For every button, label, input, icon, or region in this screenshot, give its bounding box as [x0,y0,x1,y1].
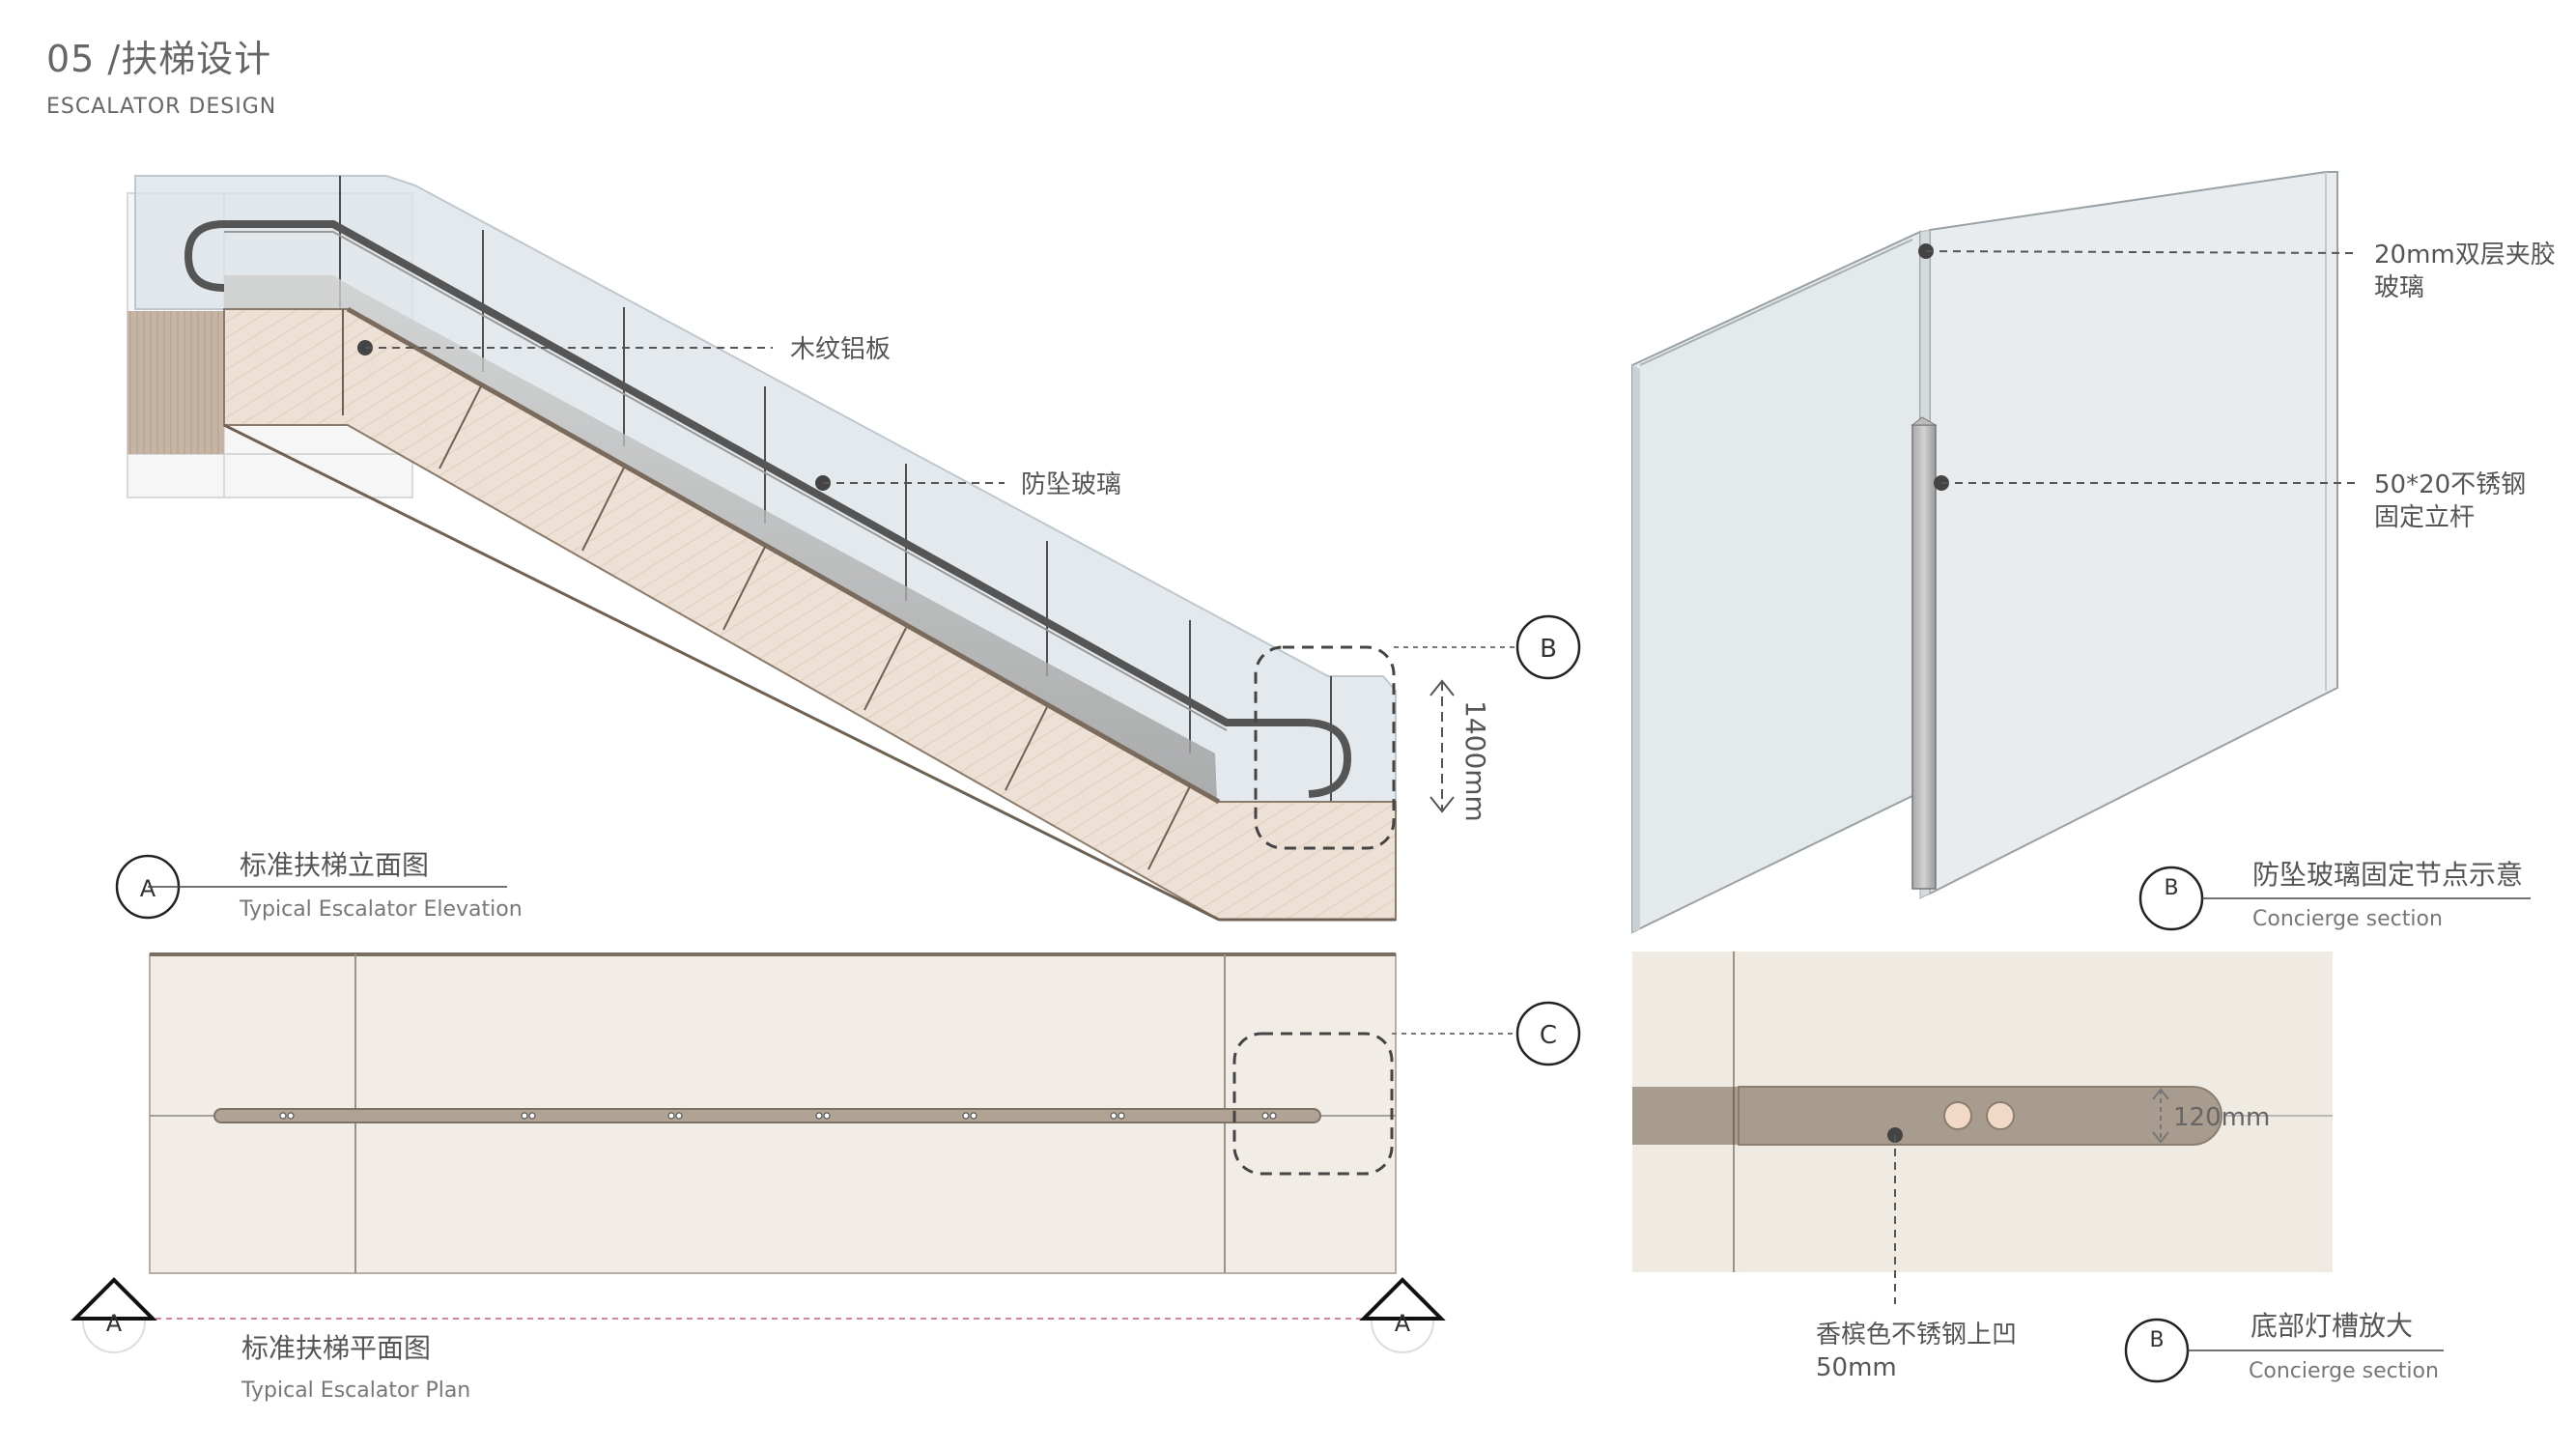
cladding-joints [342,309,1191,870]
glass-panel-left [1631,230,1921,934]
page-title: 05 /扶梯设计 [46,38,272,80]
detail-c-title-en: Concierge section [2249,1359,2439,1383]
svg-text:B: B [1540,635,1557,664]
svg-text:B: B [2149,1328,2164,1352]
glass-joints [339,176,1332,816]
svg-text:B: B [2164,876,2178,900]
label-anti-fall-glass: 防坠玻璃 [1021,470,1121,499]
height-dimension: 1400mm [1430,679,1491,822]
glass-panel-right [1929,171,2338,895]
label-steel-post-l2: 固定立杆 [2374,503,2475,532]
detail-glass-fixing: 20mm双层夹胶 玻璃 50*20不锈钢 固定立杆 B 防坠玻璃固定节点示意 C… [1631,171,2556,934]
detail-marker-b [1515,614,1581,680]
handrail [224,220,1352,798]
champagne-steel-groove [1738,1086,2222,1146]
light-dots [279,1112,1277,1120]
label-champagne-steel-l1: 香槟色不锈钢上凹 [1816,1321,2017,1350]
label-steel-post-l1: 50*20不锈钢 [2374,470,2526,499]
label-laminated-glass-l1: 20mm双层夹胶 [2374,241,2556,270]
label-wood-panel: 木纹铝板 [790,335,891,364]
detail-b-title-en: Concierge section [2252,907,2443,931]
detail-c-title-cn: 底部灯槽放大 [2250,1310,2413,1342]
escalator-elevation: 木纹铝板 防坠玻璃 B 1400mm A 标准扶梯立面图 Typical Esc… [115,175,1581,922]
light-dot-1 [1943,1101,1972,1130]
plan-title-en: Typical Escalator Plan [241,1378,470,1403]
stainless-steel-post [1911,424,1937,890]
svg-text:A: A [140,875,156,902]
svg-text:A: A [1395,1310,1411,1337]
page-subtitle: ESCALATOR DESIGN [46,95,277,119]
detail-box-b [1254,645,1396,850]
trough-dimension: 120mm [2173,1103,2270,1132]
svg-text:1400mm: 1400mm [1459,700,1491,822]
detail-marker-c [1515,1001,1581,1066]
svg-text:A: A [106,1310,123,1337]
escalator-plan: C A A 标准扶梯平面图 Typical Escalator Plan [71,952,1581,1403]
light-trough-strip [213,1108,1321,1123]
label-laminated-glass-l2: 玻璃 [2374,273,2424,302]
label-champagne-steel-l2: 50mm [1816,1353,1897,1382]
floor-slab-striped [127,311,224,454]
detail-b-title-cn: 防坠玻璃固定节点示意 [2252,859,2523,891]
detail-light-trough: 120mm 香槟色不锈钢上凹 50mm B 底部灯槽放大 Concierge s… [1632,952,2444,1383]
elevation-title-en: Typical Escalator Elevation [239,897,523,922]
light-dot-2 [1986,1101,2015,1130]
svg-text:C: C [1540,1021,1557,1050]
plan-title-cn: 标准扶梯平面图 [241,1332,431,1364]
elevation-title-cn: 标准扶梯立面图 [240,849,429,881]
